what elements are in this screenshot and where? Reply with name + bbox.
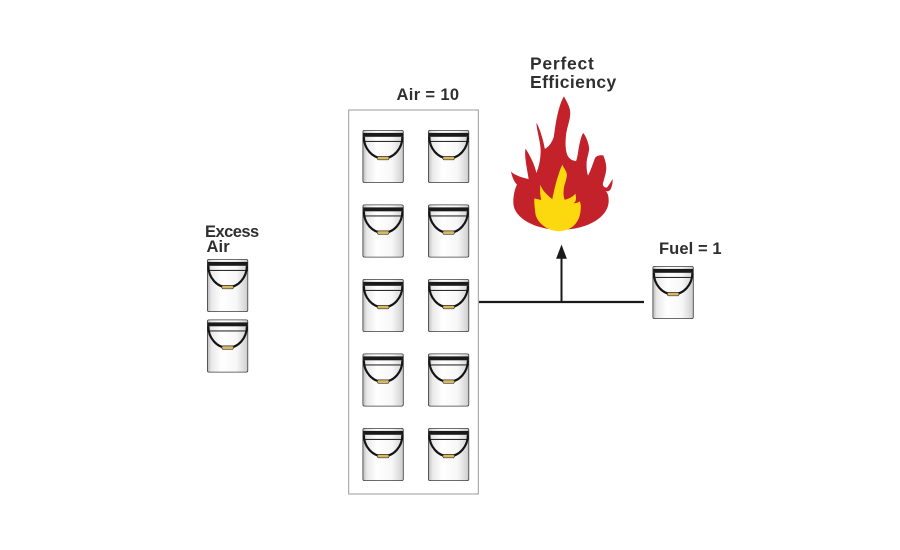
svg-text:Air = 10: Air = 10 bbox=[397, 86, 460, 104]
svg-text:Air: Air bbox=[207, 238, 231, 256]
svg-text:Excess: Excess bbox=[205, 223, 259, 241]
svg-text:Perfect: Perfect bbox=[530, 53, 595, 73]
svg-text:Efficiency: Efficiency bbox=[530, 72, 617, 92]
svg-text:Fuel = 1: Fuel = 1 bbox=[659, 240, 722, 258]
